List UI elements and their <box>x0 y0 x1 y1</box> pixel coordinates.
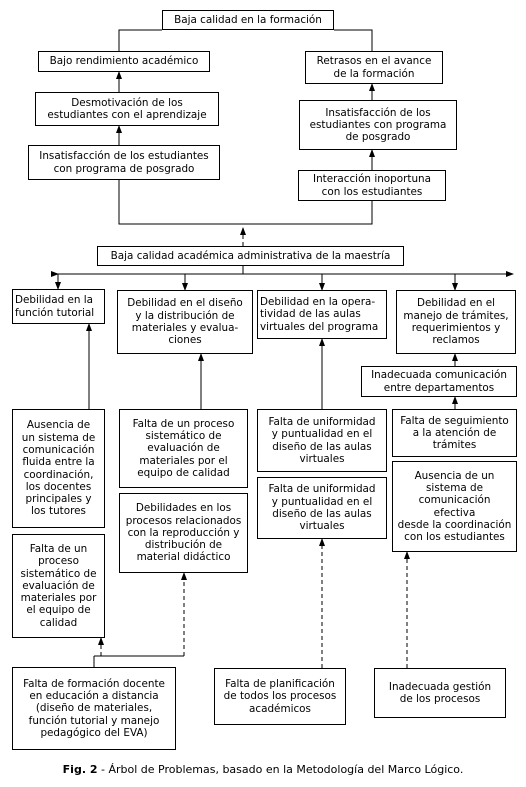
box-debilidades-procesos: Debilidades en los procesos relacionados… <box>119 493 248 573</box>
box-top-effect: Baja calidad en la formación <box>162 10 334 30</box>
connector-effects-merge <box>118 180 373 225</box>
box-interaccion: Interacción inoportuna con los estudiant… <box>298 170 446 201</box>
box-falta-uniformidad-1: Falta de uniformidad y puntualidad en el… <box>257 409 387 472</box>
box-debilidad-tutorial: Debilidad en la función tutorial <box>12 289 105 324</box>
figure-caption: Fig. 2 - Árbol de Problemas, basado en l… <box>0 763 526 776</box>
box-inadecuada-gestion: Inadecuada gestión de los procesos <box>374 668 506 718</box>
connector-left-branch-top <box>118 29 162 51</box>
box-falta-seguimiento: Falta de seguimiento a la atención de tr… <box>392 409 517 457</box>
box-falta-proceso-1: Falta de un proceso sistemático de evalu… <box>12 534 105 638</box>
box-ausencia-sistema-1: Ausencia de un sistema de comunicación f… <box>12 409 105 528</box>
box-debilidad-tramites: Debilidad en el manejo de trámites, requ… <box>396 290 516 354</box>
box-debilidad-aulas: Debilidad en la opera- tividad de las au… <box>257 290 387 339</box>
box-falta-formacion: Falta de formación docente en educación … <box>12 667 176 750</box>
box-falta-planificacion: Falta de planificación de todos los proc… <box>214 668 346 725</box>
box-bajo-rendimiento: Bajo rendimiento académico <box>38 51 210 72</box>
box-insatisfaccion-right: Insatisfacción de los estudiantes con pr… <box>299 100 457 150</box>
box-debilidad-diseno: Debilidad en el diseño y la distribución… <box>117 290 253 354</box>
figure-caption-text: - Árbol de Problemas, basado en la Metod… <box>97 763 464 776</box>
box-falta-uniformidad-2: Falta de uniformidad y puntualidad en el… <box>257 477 387 539</box>
connector-right-branch-top <box>334 29 373 51</box>
box-inadecuada-comunicacion: Inadecuada comunicación entre departamen… <box>361 366 517 397</box>
box-ausencia-sistema-2: Ausencia de un sistema de comunicación e… <box>392 461 517 552</box>
box-insatisfaccion-left: Insatisfacción de los estudiantes con pr… <box>28 145 220 180</box>
box-retrasos: Retrasos en el avance de la formación <box>305 51 443 84</box>
figure-caption-label: Fig. 2 <box>62 763 98 776</box>
box-central-problem: Baja calidad académica administrativa de… <box>97 246 404 266</box>
box-falta-proceso-2: Falta de un proceso sistemático de evalu… <box>119 409 248 488</box>
box-desmotivacion: Desmotivación de los estudiantes con el … <box>35 92 219 126</box>
